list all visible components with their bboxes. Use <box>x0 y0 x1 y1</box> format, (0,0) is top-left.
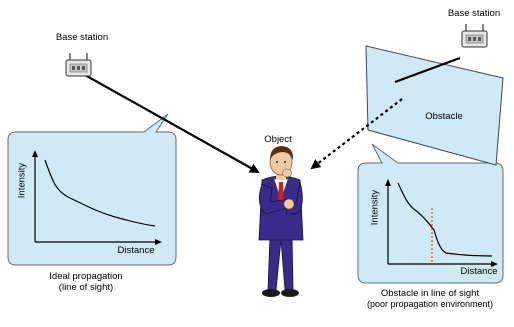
right-callout-panel <box>357 143 504 284</box>
left-x-axis-arrowhead <box>155 239 162 245</box>
right-caption-line2: (poor propagation environment) <box>366 299 494 309</box>
person-object-figure <box>258 146 304 297</box>
left-base-station-icon <box>65 53 92 77</box>
right-y-axis-arrowhead <box>385 179 391 186</box>
left-intensity-curve <box>44 159 156 227</box>
left-x-axis-label: Distance <box>117 245 155 256</box>
right-x-axis-label: Distance <box>460 266 498 277</box>
left-base-station-label: Base station <box>55 32 109 43</box>
right-caption-line1: Obstacle in line of sight <box>380 288 480 299</box>
right-x-axis-arrowhead <box>491 261 498 267</box>
right-y-axis-label: Intensity <box>369 189 381 226</box>
left-y-axis-label: Intensity <box>16 162 28 199</box>
left-caption-line2: (line of sight) <box>58 282 114 293</box>
left-intensity-chart <box>32 150 162 245</box>
right-intensity-curve <box>397 182 493 257</box>
right-base-station-label: Base station <box>447 8 501 19</box>
obstructed-signal-arrow <box>310 98 403 170</box>
signal-to-obstacle-line <box>394 56 461 84</box>
right-intensity-chart <box>385 179 498 267</box>
obstacle-panel <box>365 45 504 166</box>
left-y-axis-arrowhead <box>32 150 38 157</box>
object-label: Object <box>264 134 292 145</box>
line-of-sight-signal-arrow <box>84 74 260 173</box>
left-callout-panel <box>7 113 177 266</box>
right-base-station-icon <box>461 24 488 48</box>
left-caption-line1: Ideal propagation <box>49 271 123 282</box>
obstacle-label: Obstacle <box>425 111 463 122</box>
